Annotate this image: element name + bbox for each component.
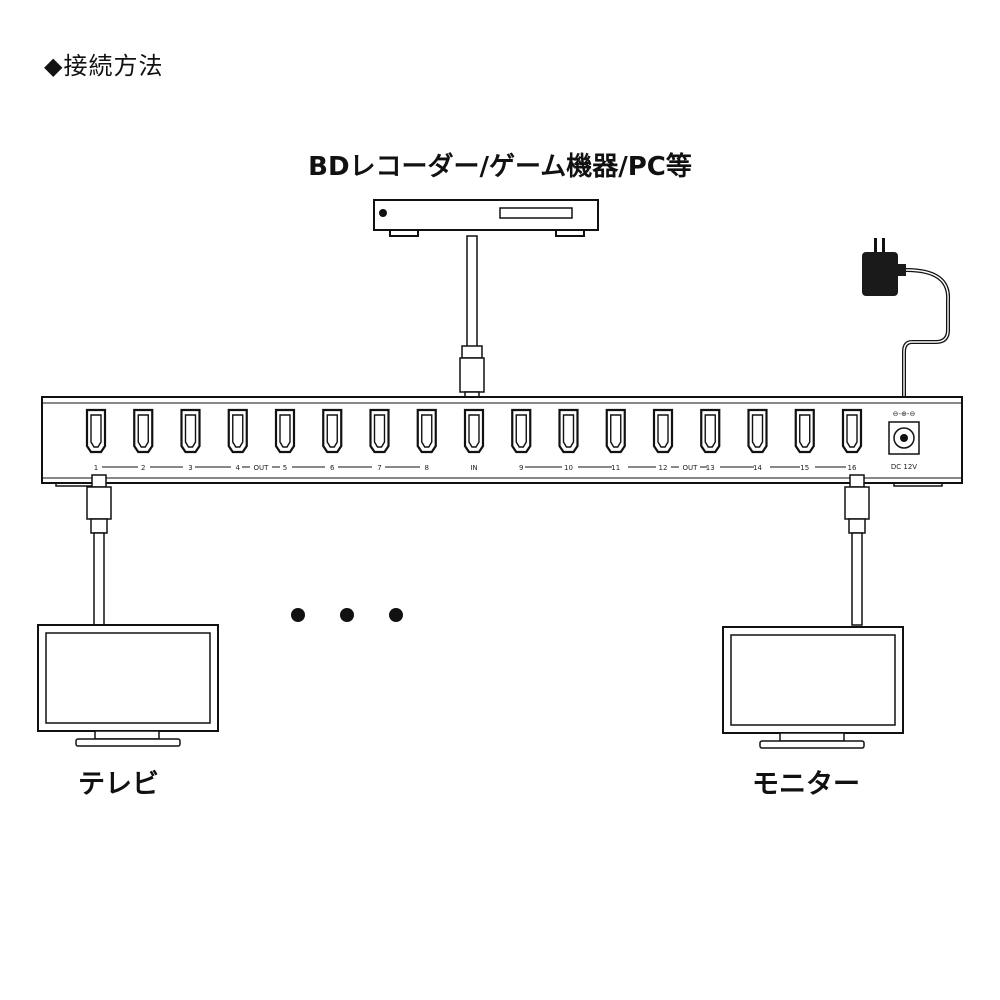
port-label: 11 bbox=[611, 464, 620, 472]
port-label: 14 bbox=[753, 464, 762, 472]
out-port-14 bbox=[747, 408, 768, 454]
ellipsis-dots bbox=[291, 608, 403, 622]
power-adapter-icon bbox=[862, 238, 951, 410]
out-port-10 bbox=[558, 408, 579, 454]
out-port-11 bbox=[605, 408, 626, 454]
page-title: ◆接続方法 bbox=[44, 52, 164, 80]
dc-power-jack: ⊖-⊕-⊖ DC 12V bbox=[888, 410, 920, 471]
out-group-label: OUT bbox=[254, 464, 270, 472]
bd-recorder-icon bbox=[373, 199, 599, 237]
out-port-8 bbox=[416, 408, 437, 454]
out-port-6 bbox=[322, 408, 343, 454]
out-port-12 bbox=[652, 408, 674, 454]
dc-label: DC 12V bbox=[891, 463, 917, 471]
hdmi-ports bbox=[85, 408, 863, 454]
port-label: 15 bbox=[800, 464, 809, 472]
port-label: 7 bbox=[377, 464, 381, 472]
in-port bbox=[463, 408, 485, 454]
port-label: 13 bbox=[706, 464, 715, 472]
out-port-4 bbox=[227, 408, 248, 454]
out-port-1 bbox=[85, 408, 107, 454]
output-cable-monitor bbox=[844, 474, 870, 626]
out-port-13 bbox=[700, 408, 721, 454]
port-label: 9 bbox=[519, 464, 523, 472]
out-port-9 bbox=[511, 408, 532, 454]
port-label: 1 bbox=[94, 464, 98, 472]
source-device-label: BDレコーダー/ゲーム機器/PC等 bbox=[308, 152, 692, 182]
output-cable-tv bbox=[86, 474, 112, 626]
out-port-2 bbox=[133, 408, 154, 454]
port-label: 8 bbox=[425, 464, 429, 472]
port-label: 6 bbox=[330, 464, 335, 472]
port-label: 2 bbox=[141, 464, 145, 472]
monitor-label: モニター bbox=[752, 769, 860, 800]
out-group-label: OUT bbox=[683, 464, 699, 472]
out-port-3 bbox=[180, 408, 201, 454]
port-label: 16 bbox=[848, 464, 857, 472]
port-label: 3 bbox=[188, 464, 192, 472]
out-port-7 bbox=[369, 408, 390, 454]
monitor-icon bbox=[722, 626, 904, 749]
power-polarity-label: ⊖-⊕-⊖ bbox=[893, 410, 916, 418]
out-port-16 bbox=[841, 408, 863, 454]
out-port-15 bbox=[794, 408, 815, 454]
tv-icon bbox=[37, 624, 219, 747]
tv-label: テレビ bbox=[78, 769, 159, 800]
port-label: 4 bbox=[236, 464, 241, 472]
port-label: 10 bbox=[564, 464, 573, 472]
out-port-5 bbox=[274, 408, 296, 454]
port-label: IN bbox=[470, 464, 477, 472]
port-label: 12 bbox=[659, 464, 668, 472]
input-cable bbox=[459, 235, 485, 405]
port-label: 5 bbox=[283, 464, 287, 472]
